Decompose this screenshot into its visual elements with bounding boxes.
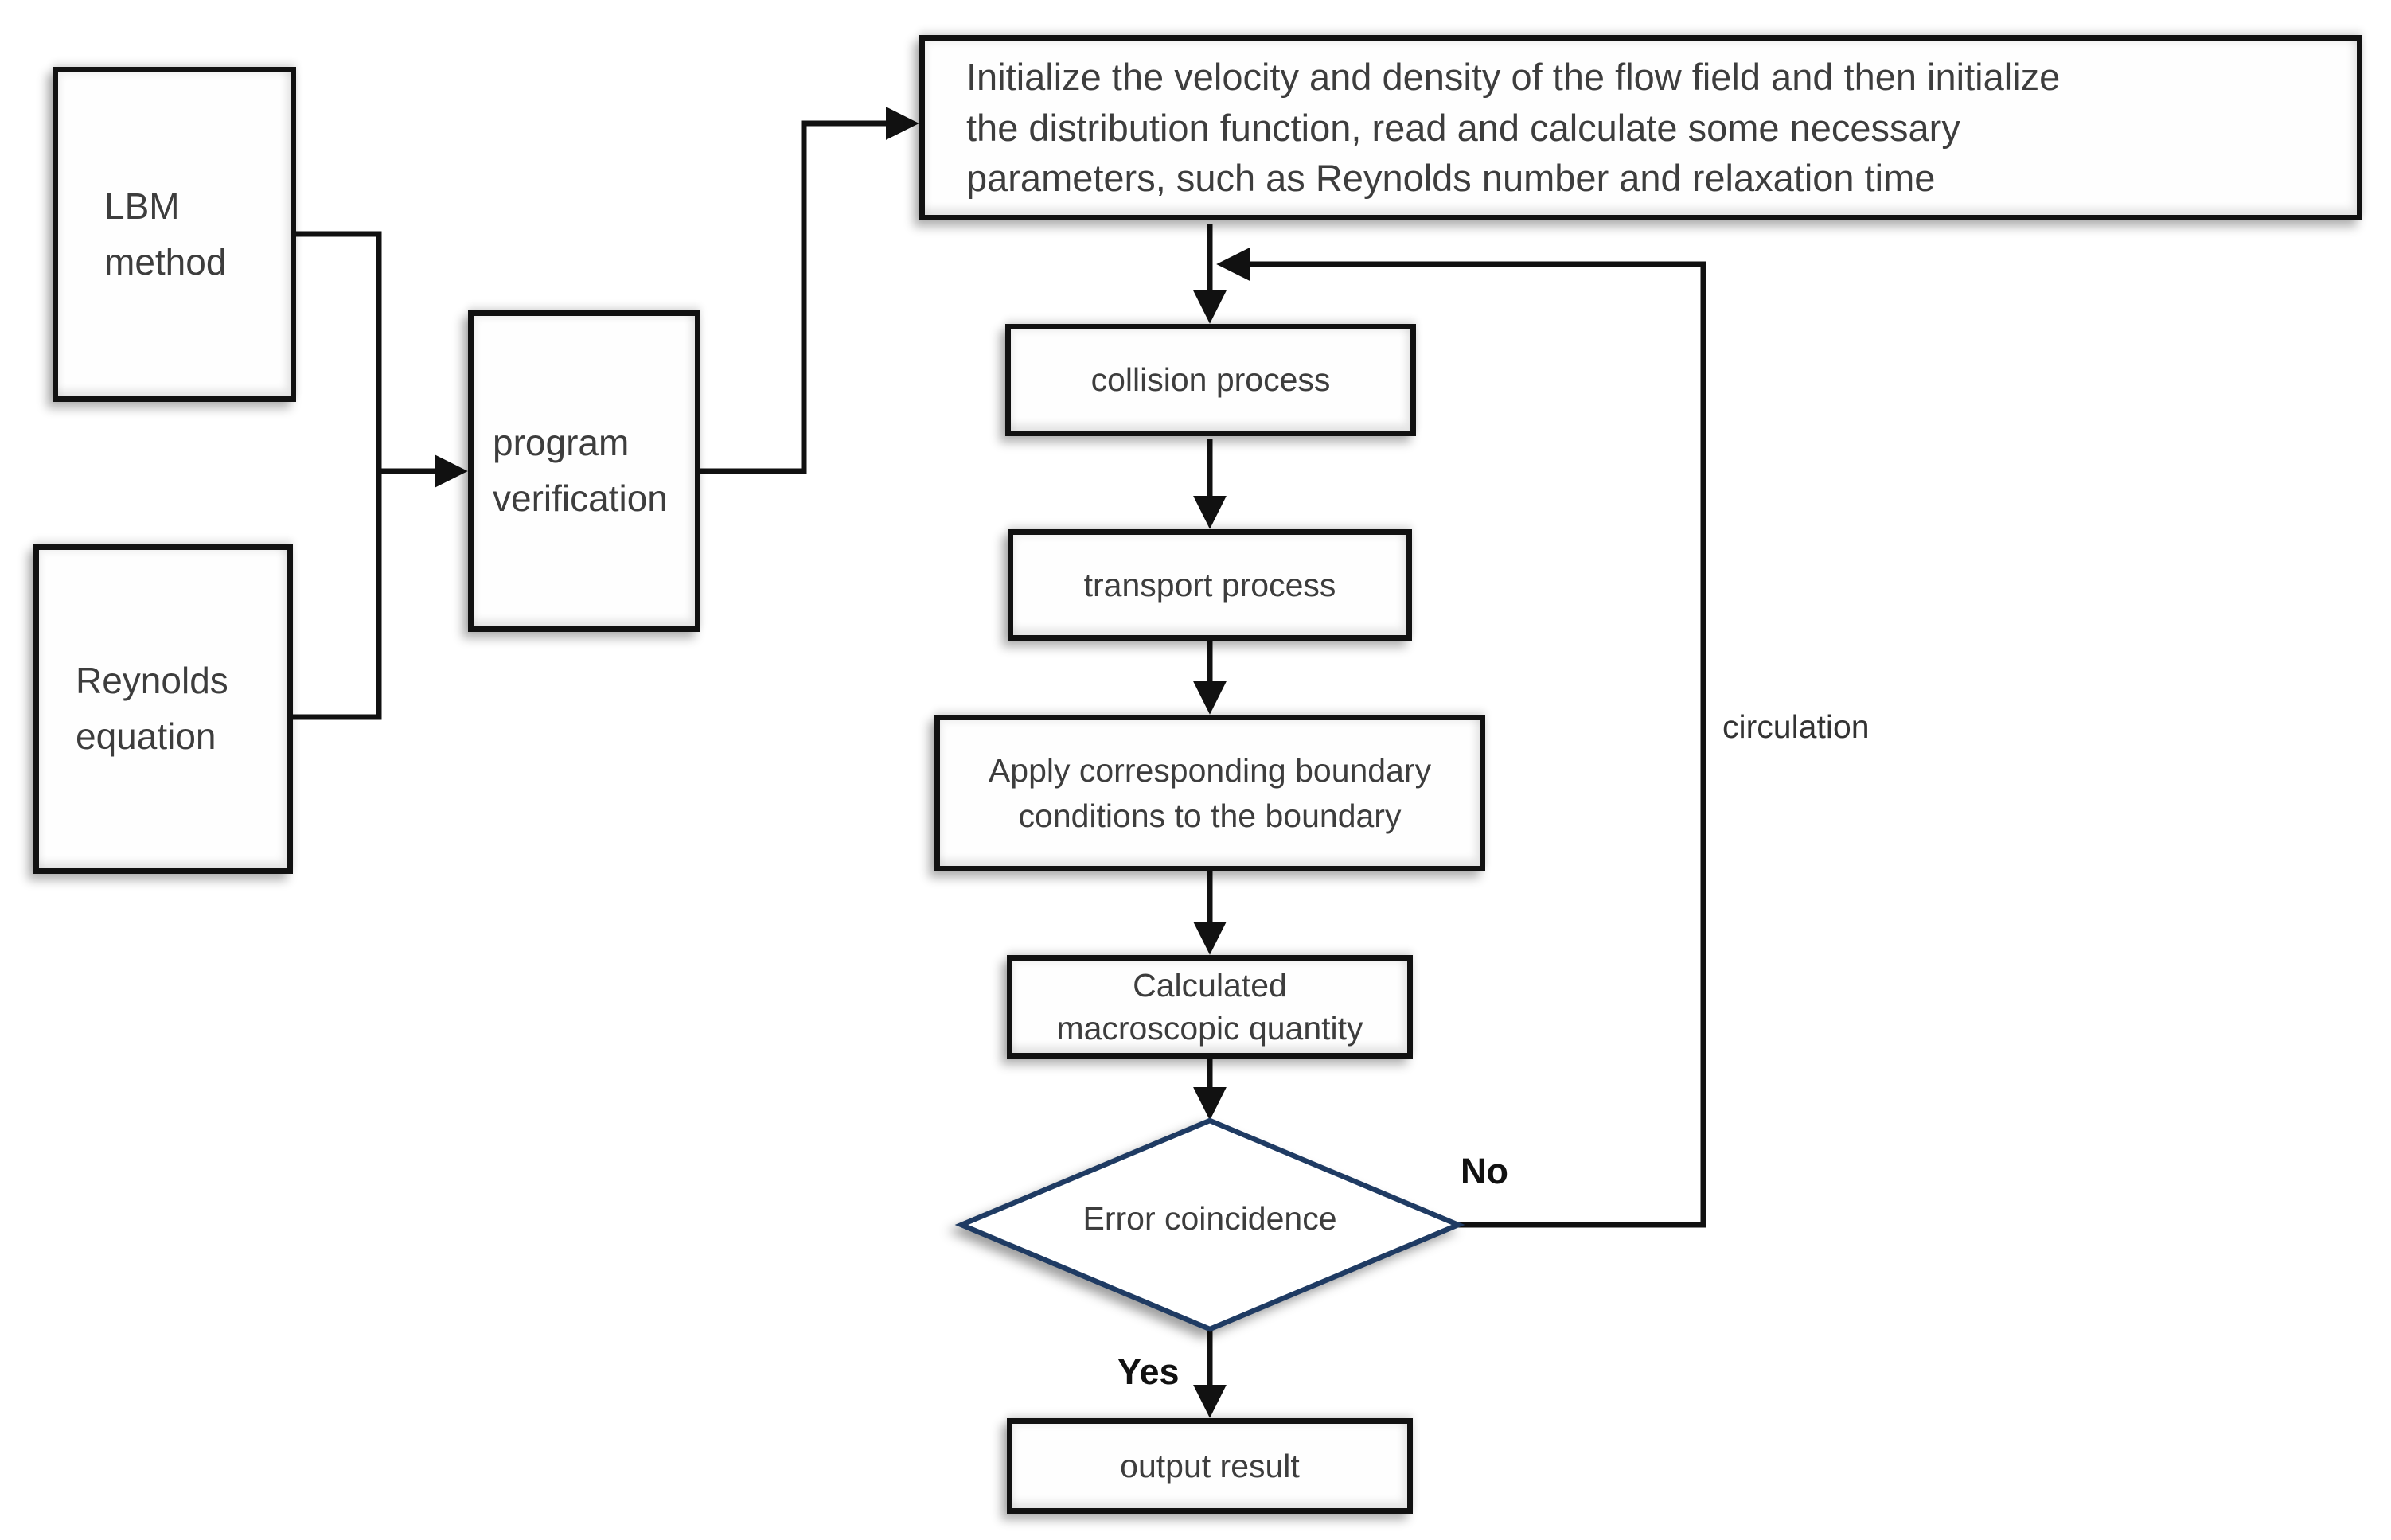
decision-diamond-shape [954, 1117, 1465, 1332]
node-lbm-line1: LBM [104, 185, 180, 227]
node-reynolds-equation: Reynolds equation [33, 544, 293, 874]
node-reynolds-line1: Reynolds [76, 660, 228, 702]
node-calculated-macroscopic: Calculated macroscopic quantity [1007, 955, 1413, 1059]
node-apply-line1: Apply corresponding boundary [988, 751, 1432, 789]
node-init-line3: parameters, such as Reynolds number and … [966, 157, 1936, 200]
edge-label-circulation: circulation [1722, 708, 1870, 745]
node-calc-line1: Calculated [1133, 966, 1287, 1004]
node-init-line1: Initialize the velocity and density of t… [966, 55, 2061, 98]
node-reynolds-line2: equation [76, 715, 216, 757]
node-program-verification: program verification [468, 310, 700, 632]
node-output-label: output result [1120, 1447, 1300, 1484]
node-apply-boundary: Apply corresponding boundary conditions … [934, 715, 1485, 871]
node-apply-line2: conditions to the boundary [1018, 797, 1402, 834]
edge-program-verification-to-initialize [700, 107, 919, 474]
node-transport-process: transport process [1008, 529, 1412, 641]
node-initialize: Initialize the velocity and density of t… [919, 35, 2362, 220]
node-init-line2: the distribution function, read and calc… [966, 106, 1960, 149]
node-calc-line2: macroscopic quantity [1056, 1010, 1363, 1047]
node-lbm-line2: method [104, 240, 227, 283]
edge-label-yes: Yes [1117, 1351, 1180, 1392]
node-lbm-method: LBM method [53, 67, 296, 402]
edge-circulation-loop [1216, 248, 1706, 1228]
node-output-result: output result [1007, 1418, 1413, 1514]
edge-label-no: No [1461, 1151, 1508, 1191]
node-pv-line2: verification [493, 478, 668, 519]
node-collision-process: collision process [1005, 324, 1416, 436]
decision-diamond-label: Error coincidence [1082, 1200, 1337, 1237]
node-collision-label: collision process [1090, 361, 1331, 399]
node-transport-label: transport process [1083, 566, 1336, 603]
edge-lbm-reynolds-trunk [293, 231, 382, 720]
node-pv-line1: program [493, 422, 630, 464]
